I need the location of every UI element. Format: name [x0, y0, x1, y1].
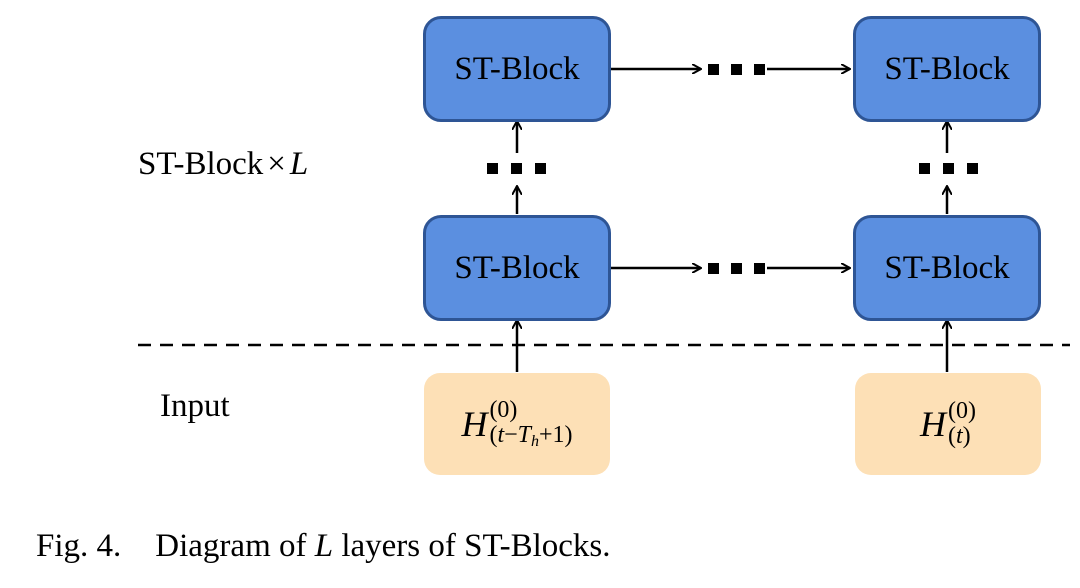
st-block-label: ST-Block — [454, 50, 580, 87]
input-right-math: H (0) (t) — [920, 397, 976, 449]
st-block-top-left: ST-Block — [423, 16, 611, 122]
vertical-ellipsis-right — [919, 163, 978, 174]
st-block-top-right: ST-Block — [853, 16, 1041, 122]
horizontal-ellipsis-top — [708, 64, 765, 75]
caption-fig-number: Fig. 4. — [36, 528, 122, 564]
st-block-label: ST-Block — [884, 50, 1010, 87]
st-block-label: ST-Block — [884, 249, 1010, 286]
input-left-math: H (0) (t−Th+1) — [461, 396, 573, 450]
input-label: Input — [160, 388, 230, 424]
vertical-ellipsis-left — [487, 163, 546, 174]
st-block-times-l-label: ST-Block×L — [138, 146, 309, 182]
st-block-label: ST-Block — [454, 249, 580, 286]
input-box-right: H (0) (t) — [855, 373, 1041, 475]
st-block-bottom-right: ST-Block — [853, 215, 1041, 321]
st-block-bottom-left: ST-Block — [423, 215, 611, 321]
input-box-left: H (0) (t−Th+1) — [424, 373, 610, 475]
figure-caption: Fig. 4.Diagram of L layers of ST-Blocks. — [36, 528, 611, 564]
horizontal-ellipsis-bottom — [708, 263, 765, 274]
